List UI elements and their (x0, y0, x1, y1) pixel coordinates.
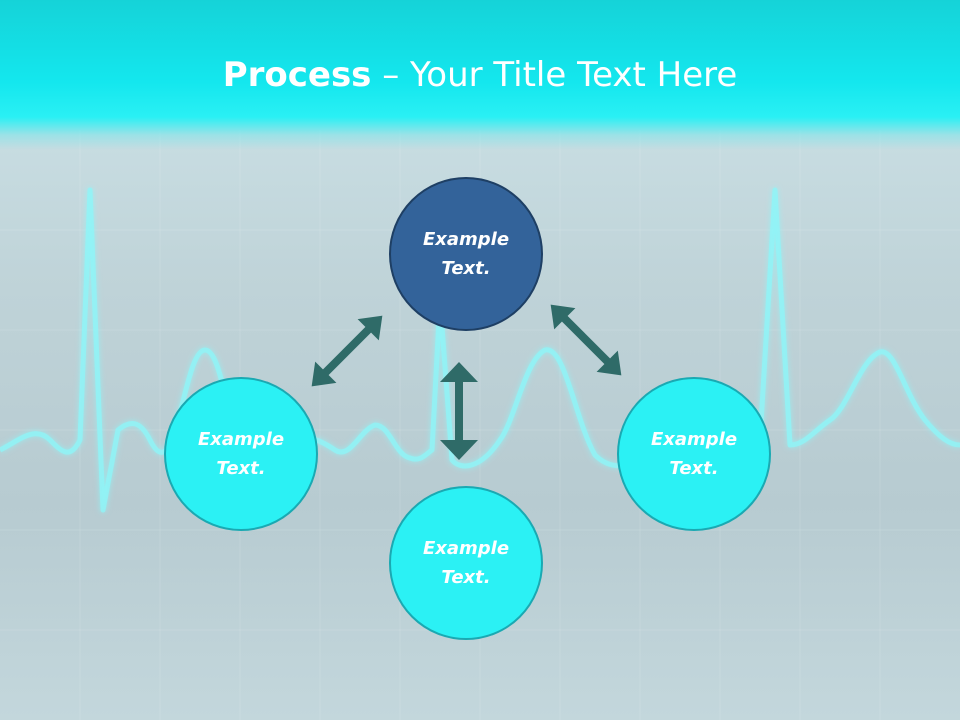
process-node-bottom[interactable]: Example Text. (389, 486, 543, 640)
node-top-line2: Text. (441, 258, 491, 279)
node-left-line2: Text. (216, 458, 266, 479)
node-top-line1: Example (422, 229, 510, 250)
node-left-text: Example Text. (186, 425, 296, 483)
process-node-left[interactable]: Example Text. (164, 377, 318, 531)
node-right-line2: Text. (669, 458, 719, 479)
node-top-text: Example Text. (411, 225, 521, 283)
header-band (0, 0, 960, 150)
arrow-top-bottom (440, 362, 478, 460)
node-bottom-line2: Text. (441, 567, 491, 588)
process-node-right[interactable]: Example Text. (617, 377, 771, 531)
process-node-top[interactable]: Example Text. (389, 177, 543, 331)
arrow-top-right (550, 304, 622, 376)
node-bottom-line1: Example (422, 538, 510, 559)
title-strong: Process (222, 55, 372, 95)
node-bottom-text: Example Text. (411, 534, 521, 592)
node-right-line1: Example (650, 429, 738, 450)
arrow-left-top (311, 315, 383, 387)
node-left-line1: Example (197, 429, 285, 450)
title-light: – Your Title Text Here (382, 55, 738, 95)
node-right-text: Example Text. (639, 425, 749, 483)
slide-title: Process – Your Title Text Here (0, 54, 960, 96)
